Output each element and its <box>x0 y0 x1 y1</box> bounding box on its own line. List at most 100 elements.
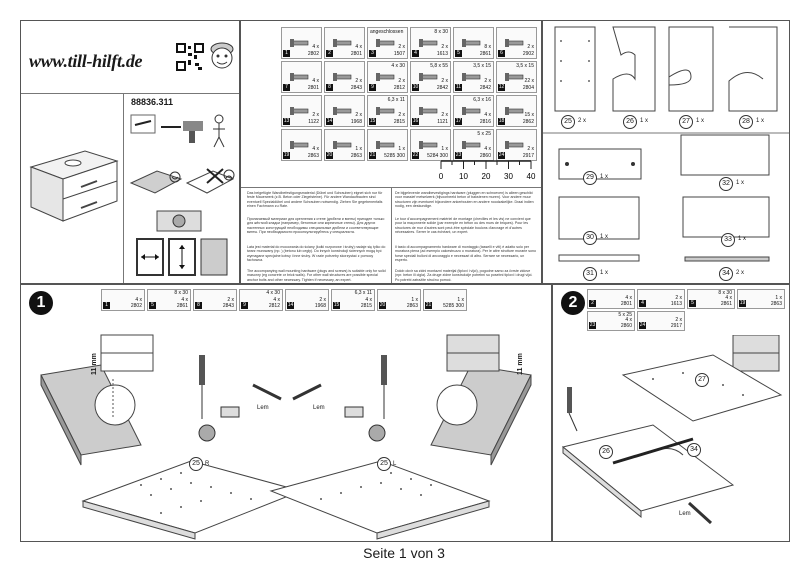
hardware-id: 1 <box>283 50 290 57</box>
step-part-id: 8 <box>195 302 202 309</box>
hardware-id: 22 <box>412 152 419 159</box>
hardware-id: 7 <box>283 84 290 91</box>
hardware-qty: 1 x <box>398 146 405 152</box>
header-panel: www.till-hilft.de 88836.311 <box>20 20 240 284</box>
board-qty-26: 1 x <box>640 118 649 124</box>
hardware-qty: 4 x <box>312 146 319 152</box>
board-id-30: 30 <box>583 231 597 245</box>
hardware-size: 8 x 30 <box>434 29 448 35</box>
hardware-qty: 2 x <box>441 112 448 118</box>
ruler-tick-label: 40 <box>527 172 536 181</box>
step-part-id: 1 <box>103 302 110 309</box>
step-part-id: 23 <box>589 322 596 329</box>
hardware-code: 2917 <box>522 153 534 159</box>
header-divider <box>21 93 239 94</box>
hardware-code: 2842 <box>436 85 448 91</box>
board-id-33: 33 <box>721 233 735 247</box>
step-part-code: 2861 <box>720 301 732 307</box>
step-part-code: 2917 <box>670 323 682 329</box>
step-part-id: 5 <box>149 302 156 309</box>
note-sk: Dolob okvir sa zidni montazni materijal … <box>395 269 533 282</box>
hardware-qty: 1 x <box>355 146 362 152</box>
mascot-icon <box>210 42 234 69</box>
qr-code-icon <box>176 43 204 71</box>
step-part-size: 8 x 30 <box>718 290 732 296</box>
hardware-code: 2815 <box>393 119 405 125</box>
hardware-part-icon <box>290 39 309 47</box>
hardware-qty: 15 x <box>524 112 534 118</box>
hardware-id: 19 <box>283 152 290 159</box>
hardware-code: 2860 <box>479 153 491 159</box>
hardware-id: 8 <box>326 84 333 91</box>
hardware-part-icon <box>419 73 438 81</box>
brand-logo: www.till-hilft.de <box>29 51 143 71</box>
hinge-adjustment-diagram <box>136 210 228 276</box>
hardware-code: 2863 <box>307 153 319 159</box>
article-number: 88836.311 <box>131 97 174 107</box>
hardware-qty: 2 x <box>441 44 448 50</box>
hardware-code: 2801 <box>307 85 319 91</box>
step-part-qty: 4 x <box>135 297 142 303</box>
hardware-part-icon <box>462 39 481 47</box>
hardware-code: 2863 <box>350 153 362 159</box>
hardware-qty: 2 x <box>355 78 362 84</box>
hardware-qty: 2 x <box>398 78 405 84</box>
hardware-part-icon <box>376 107 395 115</box>
board-id-32: 32 <box>719 177 733 191</box>
note-de: Das beigefügte Wandbefestigungsmaterial … <box>247 191 383 209</box>
ruler-tick-label: 20 <box>482 172 491 181</box>
cabinet-illustration <box>29 150 119 222</box>
hardware-code: 1507 <box>393 51 405 57</box>
notes-divider <box>241 187 541 188</box>
step-part-qty: 2 x <box>227 297 234 303</box>
hardware-size: 6,3 x 16 <box>473 97 491 103</box>
hardware-id: 11 <box>455 84 462 91</box>
hardware-id: 9 <box>369 84 376 91</box>
hardware-size: 3,5 x 15 <box>516 63 534 69</box>
board-id-25: 25 <box>561 115 575 129</box>
step1-label-lem-left: Lem <box>257 405 269 411</box>
hardware-size: 4 x 30 <box>391 63 405 69</box>
step-part-code: 2863 <box>770 301 782 307</box>
hardware-size: 3,5 x 15 <box>473 63 491 69</box>
step1-label-lem-right: Lem <box>313 405 325 411</box>
hardware-id: 18 <box>498 118 505 125</box>
hardware-qty: 2 x <box>398 112 405 118</box>
step-part-qty: 2 x <box>675 317 682 323</box>
step-part-code: 1613 <box>670 301 682 307</box>
hardware-part-icon <box>333 107 352 115</box>
hardware-qty: 2 x <box>312 112 319 118</box>
step-part-code: 5285 300 <box>443 303 464 309</box>
hardware-id: 23 <box>455 152 462 159</box>
hardware-id: 20 <box>326 152 333 159</box>
hardware-part-icon <box>290 107 309 115</box>
hardware-part-icon <box>505 39 524 47</box>
board-id-28: 28 <box>739 115 753 129</box>
hardware-id: 4 <box>412 50 419 57</box>
hardware-qty: 2 x <box>527 44 534 50</box>
step-part-id: 5 <box>689 300 696 307</box>
hardware-id: 5 <box>455 50 462 57</box>
step-part-code: 2801 <box>620 301 632 307</box>
step-part-id: 24 <box>639 322 646 329</box>
step-part-code: 2802 <box>130 303 142 309</box>
step-part-qty: 4 x <box>181 297 188 303</box>
